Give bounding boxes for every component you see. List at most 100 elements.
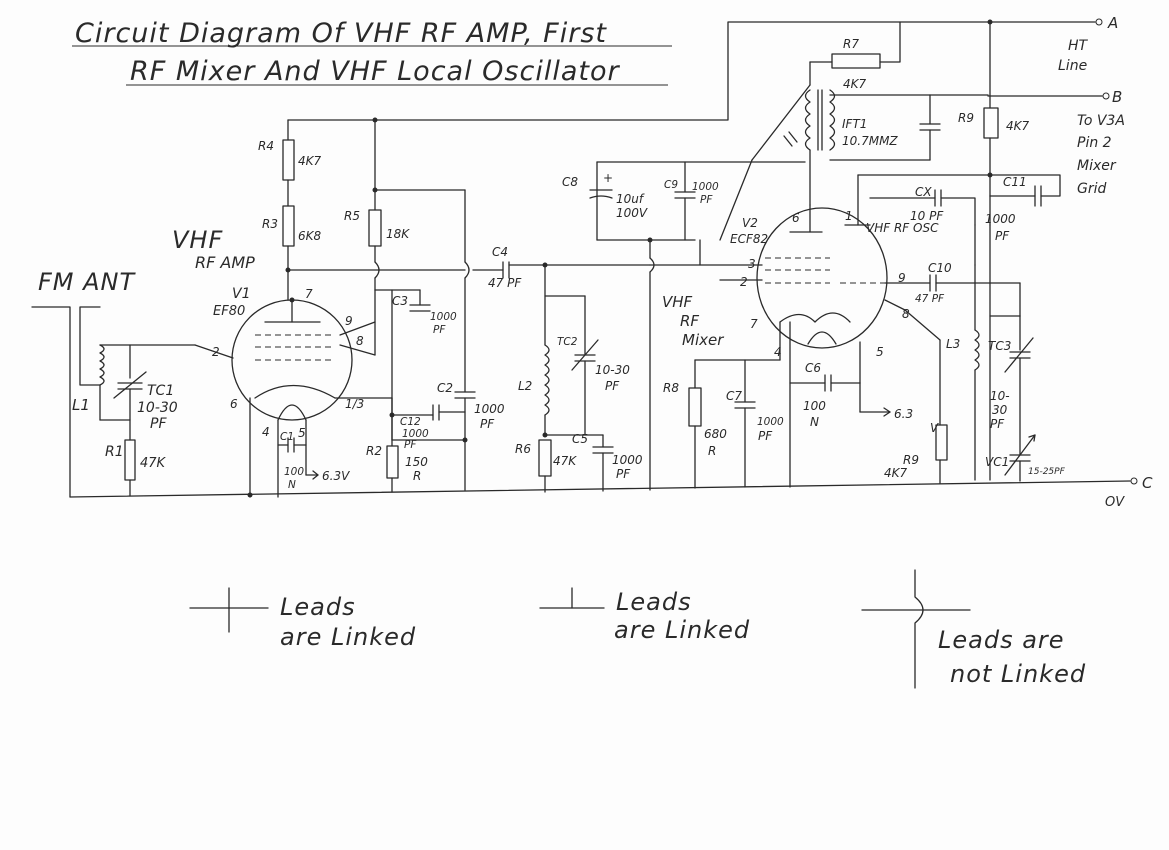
tc1-label: TC1 bbox=[147, 383, 174, 399]
c3-value-1: 1000 bbox=[430, 311, 457, 323]
tc3-label: TC3 bbox=[988, 339, 1011, 353]
v1-cathode bbox=[254, 384, 336, 399]
node-c2 bbox=[462, 437, 468, 443]
c10-label: C10 bbox=[928, 261, 952, 275]
terminal-b bbox=[1102, 92, 1110, 100]
r6-value: 47K bbox=[553, 454, 577, 468]
tc1-value-1: 10-30 bbox=[137, 400, 178, 416]
r3-resistor bbox=[282, 205, 295, 247]
ground-rail bbox=[69, 480, 1131, 498]
ift1-value: 10.7MMZ bbox=[842, 134, 898, 148]
r9-resistor bbox=[983, 107, 999, 139]
c4-value: 47 PF bbox=[488, 276, 522, 290]
vc1-label: VC1 bbox=[985, 455, 1009, 469]
r8-label: R8 bbox=[663, 381, 679, 395]
l1-coil bbox=[99, 344, 105, 386]
pin8-wire bbox=[339, 344, 376, 356]
c12-label: C12 bbox=[400, 416, 421, 428]
v2-type: ECF82 bbox=[730, 232, 768, 246]
c5-label: C5 bbox=[572, 432, 588, 446]
r5-crossover bbox=[374, 261, 380, 279]
diagram-title: Circuit Diagram Of VHF RF AMP, First RF … bbox=[72, 18, 672, 87]
tc1-trim-arrow bbox=[113, 371, 147, 399]
ift1-label: IFT1 bbox=[842, 117, 867, 131]
pin8-wire bbox=[884, 299, 906, 311]
power-rails bbox=[69, 18, 1138, 498]
c3-value-2: PF bbox=[433, 324, 446, 336]
r5-label: R5 bbox=[344, 209, 360, 223]
c12-value-2: PF bbox=[404, 439, 417, 451]
heater-arrow-head bbox=[312, 470, 319, 480]
link-cap-wire-1 bbox=[751, 84, 811, 161]
c10-value: 47 PF bbox=[915, 293, 945, 305]
v1-tube bbox=[231, 299, 353, 421]
r4-label: R4 bbox=[258, 139, 274, 153]
v1-anode-node bbox=[289, 297, 295, 303]
r1-resistor bbox=[124, 439, 136, 481]
c8-value-1: 10uf bbox=[616, 192, 645, 206]
c5-value-1: 1000 bbox=[612, 453, 643, 467]
heater-v1-label: 6.3V bbox=[322, 469, 350, 483]
c7-label: C7 bbox=[726, 389, 742, 403]
l3-coil bbox=[974, 329, 980, 371]
ht-line-label-1: HT bbox=[1068, 38, 1089, 54]
r1-value: 47K bbox=[140, 456, 167, 471]
r6-label: R6 bbox=[515, 442, 531, 456]
legend: Leads are Linked Leads are Linked Leads … bbox=[189, 569, 1085, 689]
c11-value-2: PF bbox=[995, 229, 1010, 243]
c11-right bbox=[989, 174, 1061, 197]
r4-resistor bbox=[282, 139, 295, 181]
r7-value: 4K7 bbox=[843, 77, 867, 91]
v1-pin5: 5 bbox=[298, 426, 306, 440]
link-cap-wire-2 bbox=[719, 159, 753, 241]
c3-label: C3 bbox=[392, 294, 408, 308]
antenna-lead-outer bbox=[31, 306, 71, 498]
v1-label: V1 bbox=[232, 286, 250, 302]
v1-type-label: EF80 bbox=[213, 304, 245, 319]
c5-value-2: PF bbox=[616, 467, 631, 481]
c1-value-2: N bbox=[288, 479, 296, 491]
fm-ant-label: FM ANT bbox=[38, 268, 137, 296]
c9-value-1: 1000 bbox=[692, 181, 719, 193]
c1-value-1: 100 bbox=[284, 466, 304, 478]
to-v3a-label-2: Pin 2 bbox=[1077, 135, 1112, 151]
tc2-value-1: 10-30 bbox=[595, 363, 630, 377]
c7-value-1: 1000 bbox=[757, 416, 784, 428]
c8-label: C8 bbox=[562, 175, 578, 189]
node-r9-ht bbox=[987, 19, 993, 25]
component-labels: FM ANT VHF RF AMP V1 EF80 L1 TC1 10-30 P… bbox=[38, 14, 1153, 510]
c2-crossover bbox=[464, 261, 470, 279]
r8-resistor bbox=[688, 387, 702, 427]
v1-screen-circuit bbox=[339, 117, 476, 491]
r3-value: 6K8 bbox=[298, 229, 322, 243]
c9-value-2: PF bbox=[700, 194, 713, 206]
v1-pin7: 7 bbox=[305, 287, 313, 301]
r1-label: R1 bbox=[105, 444, 124, 460]
tc2-trim-arrow bbox=[571, 339, 599, 371]
v1-grid-wire bbox=[194, 344, 234, 359]
title-line-1: Circuit Diagram Of VHF RF AMP, First bbox=[75, 18, 607, 49]
r9-label: R9 bbox=[958, 111, 974, 125]
r6-resistor bbox=[538, 439, 552, 477]
v1-pin6: 6 bbox=[230, 397, 238, 411]
legend-linked-2-b: are Linked bbox=[614, 616, 750, 644]
legend-linked-1-b: are Linked bbox=[280, 623, 416, 651]
to-v3a-label-4: Grid bbox=[1077, 181, 1106, 197]
l2-label: L2 bbox=[518, 379, 532, 393]
v1-anode-load bbox=[282, 119, 466, 303]
vhf-rf-osc-label: VHF RF OSC bbox=[866, 221, 939, 235]
v2-pin6-label: 6 bbox=[792, 211, 800, 225]
r5-resistor bbox=[368, 209, 382, 247]
c12-value-1: 1000 bbox=[402, 428, 429, 440]
terminal-c bbox=[1130, 477, 1138, 485]
c11-value-1: 1000 bbox=[985, 212, 1016, 226]
c8-plus: + bbox=[603, 171, 613, 185]
v1-cathode-circuit bbox=[247, 397, 468, 498]
v1-pin9: 9 bbox=[345, 314, 353, 328]
r9-value: 4K7 bbox=[1006, 119, 1030, 133]
node-r3 bbox=[285, 267, 291, 273]
l3-label: L3 bbox=[946, 337, 960, 351]
pin8-to-r9b bbox=[904, 309, 941, 341]
ift1-primary-coil bbox=[804, 89, 811, 151]
